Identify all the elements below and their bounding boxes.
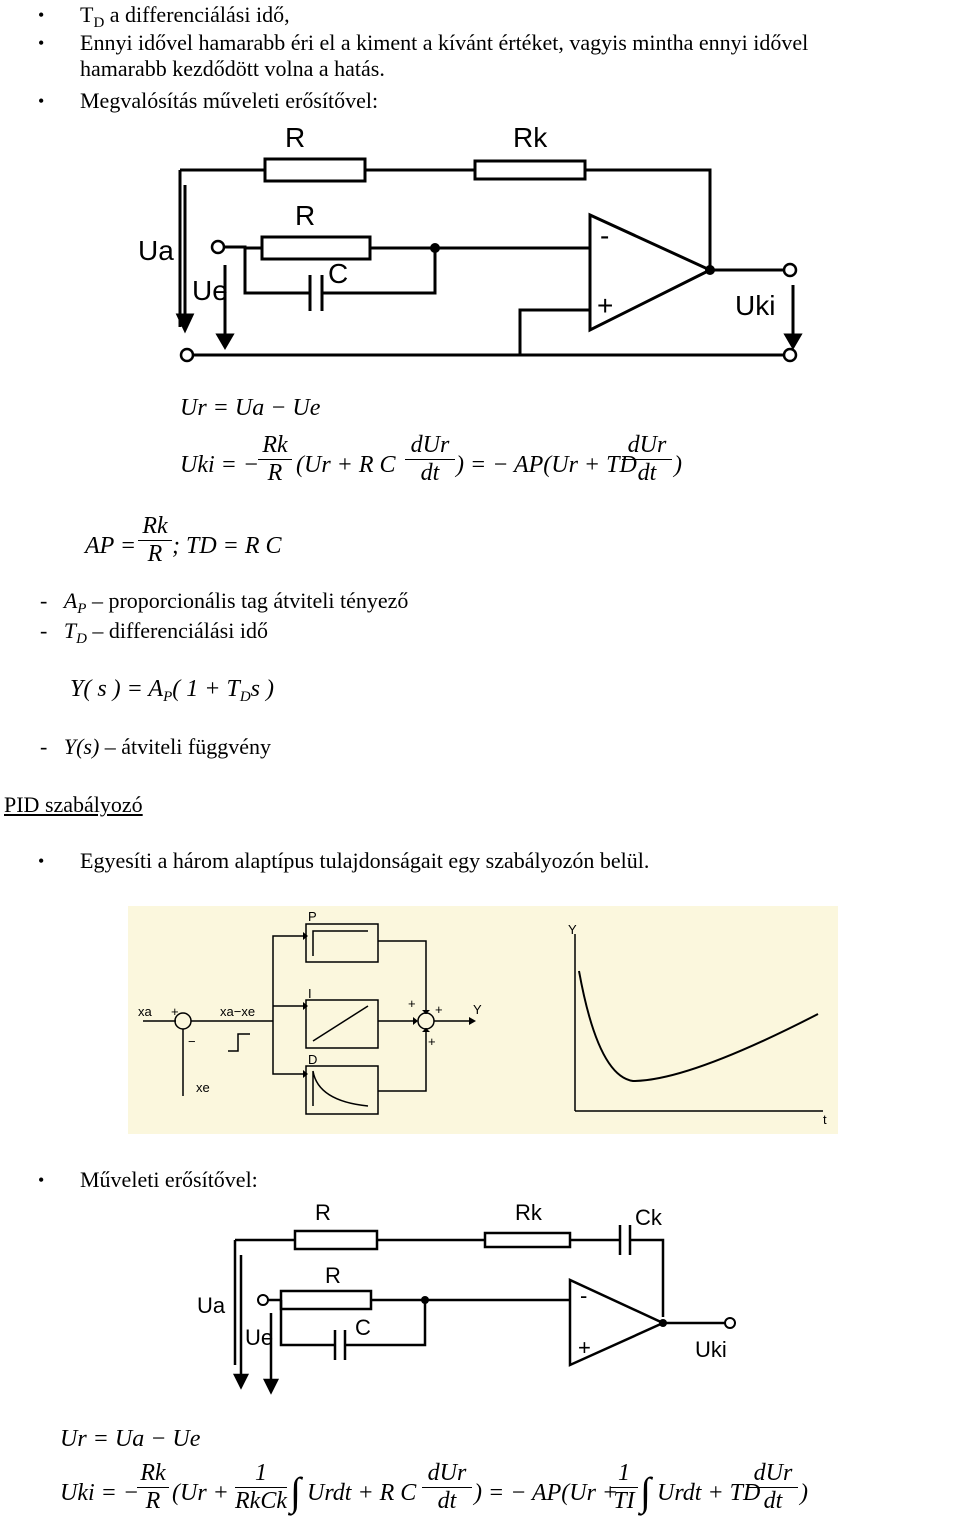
svg-text:+: + bbox=[435, 1002, 443, 1017]
svg-text:R: R bbox=[315, 1200, 331, 1225]
svg-text:+: + bbox=[597, 290, 613, 321]
svg-text:+: + bbox=[428, 1034, 436, 1049]
eq-uki-end: ) bbox=[674, 452, 682, 478]
svg-text:Y: Y bbox=[473, 1002, 482, 1017]
bullet-dot: • bbox=[38, 851, 45, 871]
svg-text:t: t bbox=[823, 1112, 827, 1127]
svg-text:Rk: Rk bbox=[513, 122, 548, 153]
eq-uki-rhs: ) = − AP(Ur + TD bbox=[456, 452, 637, 478]
svg-text:Ck: Ck bbox=[635, 1205, 663, 1230]
svg-text:−: − bbox=[188, 1034, 196, 1049]
svg-text:Ua: Ua bbox=[138, 235, 174, 266]
svg-text:+: + bbox=[408, 996, 416, 1011]
bullet-text: Megvalósítás műveleti erősítővel: bbox=[80, 88, 379, 113]
svg-text:+: + bbox=[578, 1335, 591, 1360]
eq-uki-mid: (Ur + R C bbox=[296, 452, 396, 478]
integral-sign-2: ∫ bbox=[640, 1469, 651, 1514]
svg-text:xe: xe bbox=[196, 1080, 210, 1095]
def-ap: - AP – proporcionális tag átviteli ténye… bbox=[40, 588, 409, 617]
svg-text:R: R bbox=[295, 200, 315, 231]
svg-text:-: - bbox=[600, 220, 609, 251]
eq2-int1: Urdt + R C bbox=[307, 1480, 417, 1506]
pid-bullet-text: Egyesíti a három alaptípus tulajdonságai… bbox=[80, 848, 650, 873]
svg-text:R: R bbox=[325, 1263, 341, 1288]
svg-text:R: R bbox=[285, 122, 305, 153]
bullet-dot: • bbox=[38, 1170, 45, 1190]
bullet-text: Ennyi idővel hamarabb éri el a kiment a … bbox=[80, 30, 809, 55]
svg-text:+: + bbox=[171, 1004, 179, 1019]
svg-text:xa−xe: xa−xe bbox=[220, 1004, 255, 1019]
svg-text:C: C bbox=[355, 1315, 371, 1340]
svg-text:-: - bbox=[580, 1283, 587, 1308]
svg-text:Uki: Uki bbox=[695, 1337, 727, 1362]
def-y: - Y(s) – átviteli függvény bbox=[40, 734, 271, 759]
integral-sign: ∫ bbox=[290, 1469, 301, 1514]
eq-ap-rest: ; TD = R C bbox=[172, 533, 282, 559]
svg-text:Ue: Ue bbox=[192, 275, 228, 306]
svg-text:Rk: Rk bbox=[515, 1200, 543, 1225]
eq2-ur: Ur = Ua − Ue bbox=[60, 1426, 201, 1452]
eq2-end: ) bbox=[800, 1480, 808, 1506]
svg-text:P: P bbox=[308, 909, 317, 924]
svg-text:D: D bbox=[308, 1052, 317, 1067]
svg-text:Ue: Ue bbox=[245, 1325, 273, 1350]
bullet-dot: • bbox=[38, 91, 45, 111]
eq2-p2: ) = − AP(Ur + bbox=[474, 1480, 619, 1506]
bullet-text-cont: hamarabb kezdődött volna a hatás. bbox=[80, 56, 385, 81]
bullet-dot: • bbox=[38, 5, 45, 25]
pid-circuit-diagram: R Rk Ck R C Ua Ue Uki - + bbox=[197, 1200, 736, 1395]
def-td: - TD – differenciálási idő bbox=[40, 618, 268, 647]
svg-text:Uki: Uki bbox=[735, 290, 775, 321]
svg-text:xa: xa bbox=[138, 1004, 153, 1019]
bullet-td-line: TD a differenciálási idő, bbox=[80, 2, 290, 31]
eq-uki-lhs: Uki = − bbox=[180, 452, 260, 478]
svg-text:Ua: Ua bbox=[197, 1293, 226, 1318]
svg-text:Y: Y bbox=[568, 922, 577, 937]
pd-circuit-diagram: R Rk R C Ua Ue Uki - + bbox=[138, 122, 803, 363]
eq-transfer: Y( s ) = AP( 1 + TDs ) bbox=[70, 676, 274, 705]
eq2-p1: (Ur + bbox=[172, 1480, 229, 1506]
eq2-uki-lhs: Uki = − bbox=[60, 1480, 140, 1506]
eq-ur: Ur = Ua − Ue bbox=[180, 395, 321, 421]
svg-text:C: C bbox=[328, 258, 348, 289]
pid-heading: PID szabályozó bbox=[4, 792, 143, 817]
bullet2-text: Műveleti erősítővel: bbox=[80, 1167, 258, 1192]
eq2-int2: Urdt + TD bbox=[657, 1480, 761, 1506]
eq-ap-lhs: AP = bbox=[85, 533, 137, 559]
svg-text:I: I bbox=[308, 986, 312, 1001]
bullet-dot: • bbox=[38, 33, 45, 53]
pid-block-diagram: xa xa−xe xe + − P I D + + + Y Y t bbox=[128, 906, 838, 1134]
